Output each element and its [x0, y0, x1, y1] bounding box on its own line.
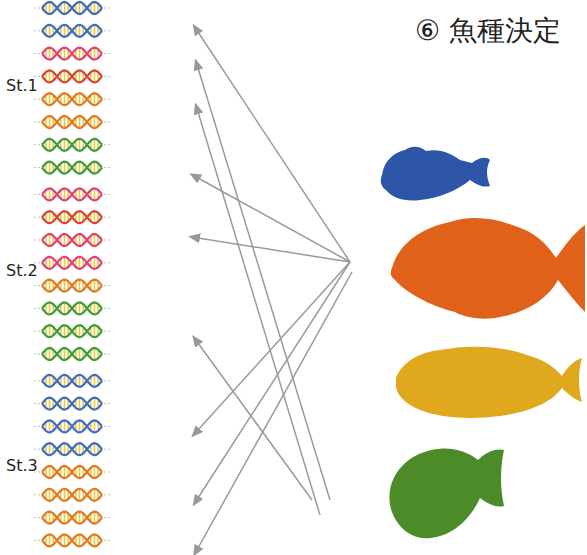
- station-label: St.2: [6, 261, 38, 280]
- step-title: ⑥ 魚種決定: [415, 12, 561, 50]
- station-label: St.1: [6, 76, 38, 95]
- dna-strands: [34, 2, 110, 546]
- assignment-arrows: [198, 32, 352, 548]
- fish-silhouettes: [381, 147, 585, 539]
- station-label: St.3: [6, 456, 38, 475]
